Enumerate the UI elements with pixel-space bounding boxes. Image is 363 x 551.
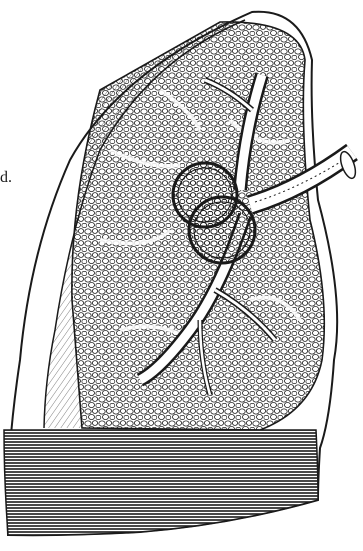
hatched-base xyxy=(4,430,318,535)
